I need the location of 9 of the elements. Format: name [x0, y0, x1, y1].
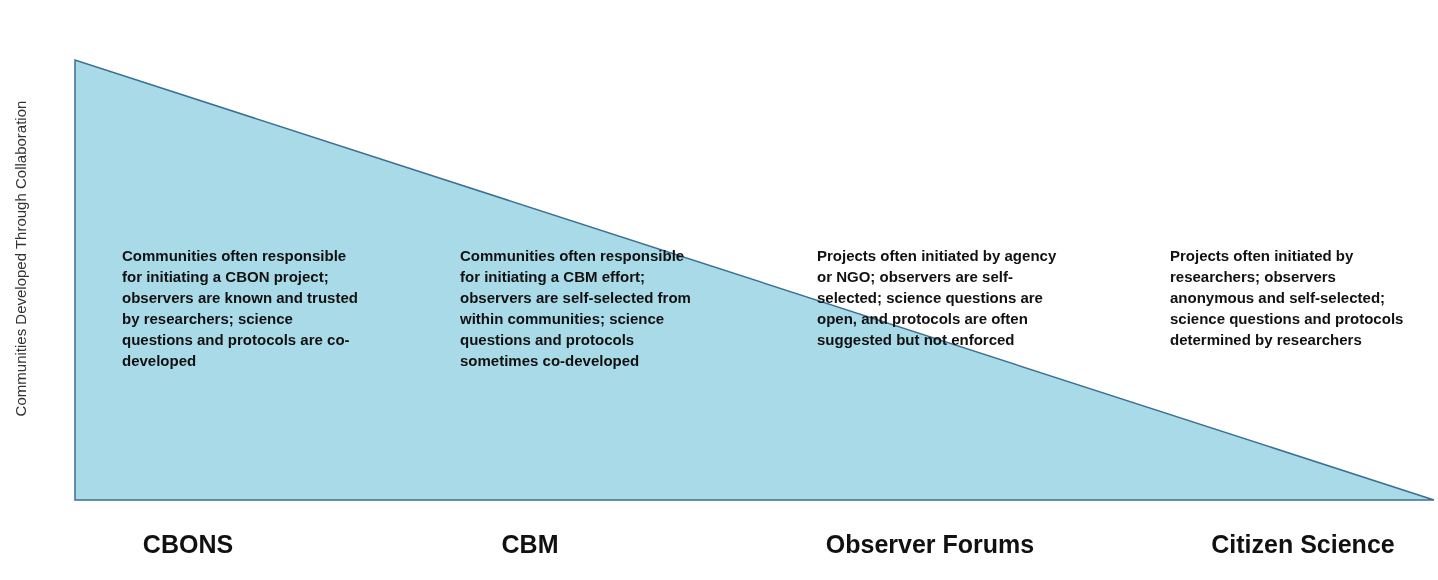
category-label: CBONS — [142, 530, 234, 559]
description-text: Projects often initiated by researchers; observers anonymous and self-selected; science questions and protocols determined by researchers — [1170, 246, 1405, 350]
axis-label: Communities Developed Through Collaboration — [11, 99, 29, 419]
category-label: Observer Forums — [825, 530, 1035, 559]
category-label: Citizen Science — [1211, 530, 1395, 559]
description-text: Projects often initiated by agency or NGO; observers are self-selected; science questions are open, and protocols are often suggested but not enforced — [817, 246, 1058, 350]
category-label: CBM — [501, 530, 559, 559]
description-text: Communities often responsible for initiating a CBON project; observers are known and trusted by researchers; science questions and protocols are co-developed — [122, 246, 359, 371]
description-text: Communities often responsible for initiating a CBM effort; observers are self-selected from within communities; science questions and protocols sometimes co-developed — [460, 246, 692, 371]
